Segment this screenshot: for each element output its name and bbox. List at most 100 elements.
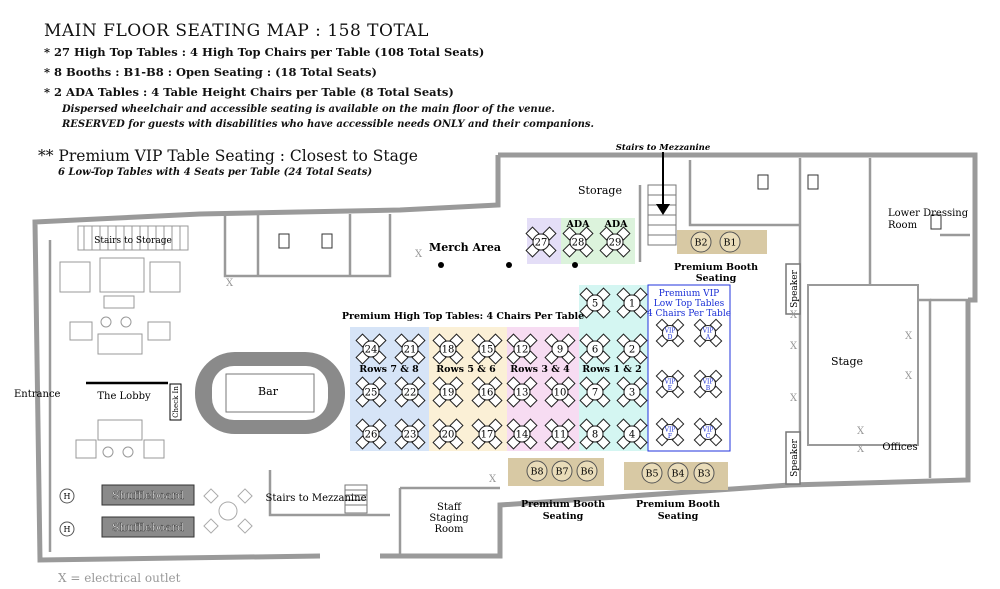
table-10: 10 — [544, 376, 576, 408]
bar-label: Bar — [258, 385, 279, 398]
outlet-marker: X — [226, 278, 234, 289]
booth-label: B4 — [671, 469, 684, 480]
note-accessible: Dispersed wheelchair and accessible seat… — [62, 104, 555, 115]
table-number: 18 — [442, 345, 455, 356]
table-number: 21 — [404, 345, 417, 356]
table-23: 23 — [394, 418, 426, 450]
ada-label-1: ADA — [566, 219, 591, 230]
table-number: 13 — [516, 388, 529, 399]
table-29: 29 — [599, 226, 631, 258]
table-14: 14 — [506, 418, 538, 450]
vip-table-label: VIP — [664, 427, 676, 434]
stage-label: Stage — [831, 355, 863, 368]
table-20: 20 — [432, 418, 464, 450]
premium-booth-mid-seating: Seating — [543, 511, 584, 522]
premium-booth-top-seating: Seating — [696, 273, 737, 284]
staff-label-1: Staff — [437, 502, 462, 513]
table-number: 22 — [404, 388, 417, 399]
vip-subtitle: 6 Low-Top Tables with 4 Seats per Table … — [58, 167, 373, 178]
table-25: 25 — [355, 376, 387, 408]
table-1: 1 — [616, 287, 648, 319]
staff-label-3: Room — [434, 524, 464, 535]
table-19: 19 — [432, 376, 464, 408]
bullet-ada: * 2 ADA Tables : 4 Table Height Chairs p… — [44, 85, 454, 99]
bullet-high-top: * 27 High Top Tables : 4 High Top Chairs… — [44, 45, 485, 59]
bar — [195, 352, 345, 434]
table-number: 29 — [609, 238, 622, 249]
table-number: 23 — [404, 430, 417, 441]
table-18: 18 — [432, 333, 464, 365]
vip-title: ** Premium VIP Table Seating : Closest t… — [38, 147, 418, 165]
map-title: MAIN FLOOR SEATING MAP : 158 TOTAL — [44, 21, 429, 41]
stage — [807, 284, 919, 446]
table-number: 5 — [592, 299, 598, 310]
table-number: 27 — [535, 238, 548, 249]
table-number: 12 — [516, 345, 529, 356]
booth-b1: B1 — [719, 231, 741, 253]
storage-label: Storage — [578, 184, 622, 197]
rows-1-2-label: Rows 1 & 2 — [582, 364, 641, 375]
table-number: 28 — [572, 238, 585, 249]
premium-booth-mid-label: Premium Booth — [521, 499, 605, 510]
shuffleboard-2 — [101, 516, 195, 538]
table-6: 6 — [579, 333, 611, 365]
speaker-top-label: Speaker — [790, 269, 800, 307]
table-12: 12 — [506, 333, 538, 365]
table-7: 7 — [579, 376, 611, 408]
table-8: 8 — [579, 418, 611, 450]
table-11: 11 — [544, 418, 576, 450]
shuffleboard-1 — [101, 484, 195, 506]
vip-table-letter: F — [668, 433, 672, 440]
booth-label: B6 — [580, 467, 593, 478]
table-number: 8 — [592, 430, 598, 441]
booth-b5: B5 — [641, 462, 663, 484]
zone-vip — [647, 284, 731, 452]
table-27: 27 — [525, 226, 557, 258]
outlet-marker: X — [905, 331, 913, 342]
booth-label: B7 — [555, 467, 568, 478]
booth-label: B2 — [694, 238, 707, 249]
merch-area-label: Merch Area — [429, 241, 501, 254]
table-2: 2 — [616, 333, 648, 365]
lobby-furniture — [59, 257, 181, 459]
note-reserved: RESERVED for guests with disabilities wh… — [62, 119, 594, 130]
vip-table-letter: B — [706, 385, 711, 392]
table-number: 24 — [365, 345, 378, 356]
vip-table-label: VIP — [702, 427, 714, 434]
rows-7-8-label: Rows 7 & 8 — [359, 364, 419, 375]
table-number: 10 — [554, 388, 567, 399]
table-number: 6 — [592, 345, 598, 356]
table-17: 17 — [471, 418, 503, 450]
table-26: 26 — [355, 418, 387, 450]
entrance-label: Entrance — [14, 389, 61, 400]
table-21: 21 — [394, 333, 426, 365]
premium-vip-label-3: 4 Chairs Per Table — [647, 309, 731, 319]
table-3: 3 — [616, 376, 648, 408]
hc-label-1: H — [64, 492, 71, 501]
vip-heading: ** Premium VIP Table Seating : Closest t… — [38, 146, 418, 180]
table-number: 9 — [557, 345, 563, 356]
table-number: 1 — [629, 299, 635, 310]
vip-table-label: VIP — [664, 328, 676, 335]
premium-vip-label-2: Low Top Tables — [654, 299, 725, 309]
outlet-marker: X — [857, 444, 865, 455]
table-13: 13 — [506, 376, 538, 408]
outlet-marker: X — [415, 249, 423, 260]
outlet-marker: X — [790, 341, 798, 352]
legend: X = electrical outlet — [58, 571, 181, 585]
table-number: 20 — [442, 430, 455, 441]
booth-label: B8 — [530, 467, 543, 478]
table-number: 3 — [629, 388, 635, 399]
booth-b6: B6 — [576, 460, 598, 482]
booth-label: B1 — [723, 238, 736, 249]
hc-markers — [59, 488, 75, 537]
vip-table-letter: C — [706, 433, 711, 440]
